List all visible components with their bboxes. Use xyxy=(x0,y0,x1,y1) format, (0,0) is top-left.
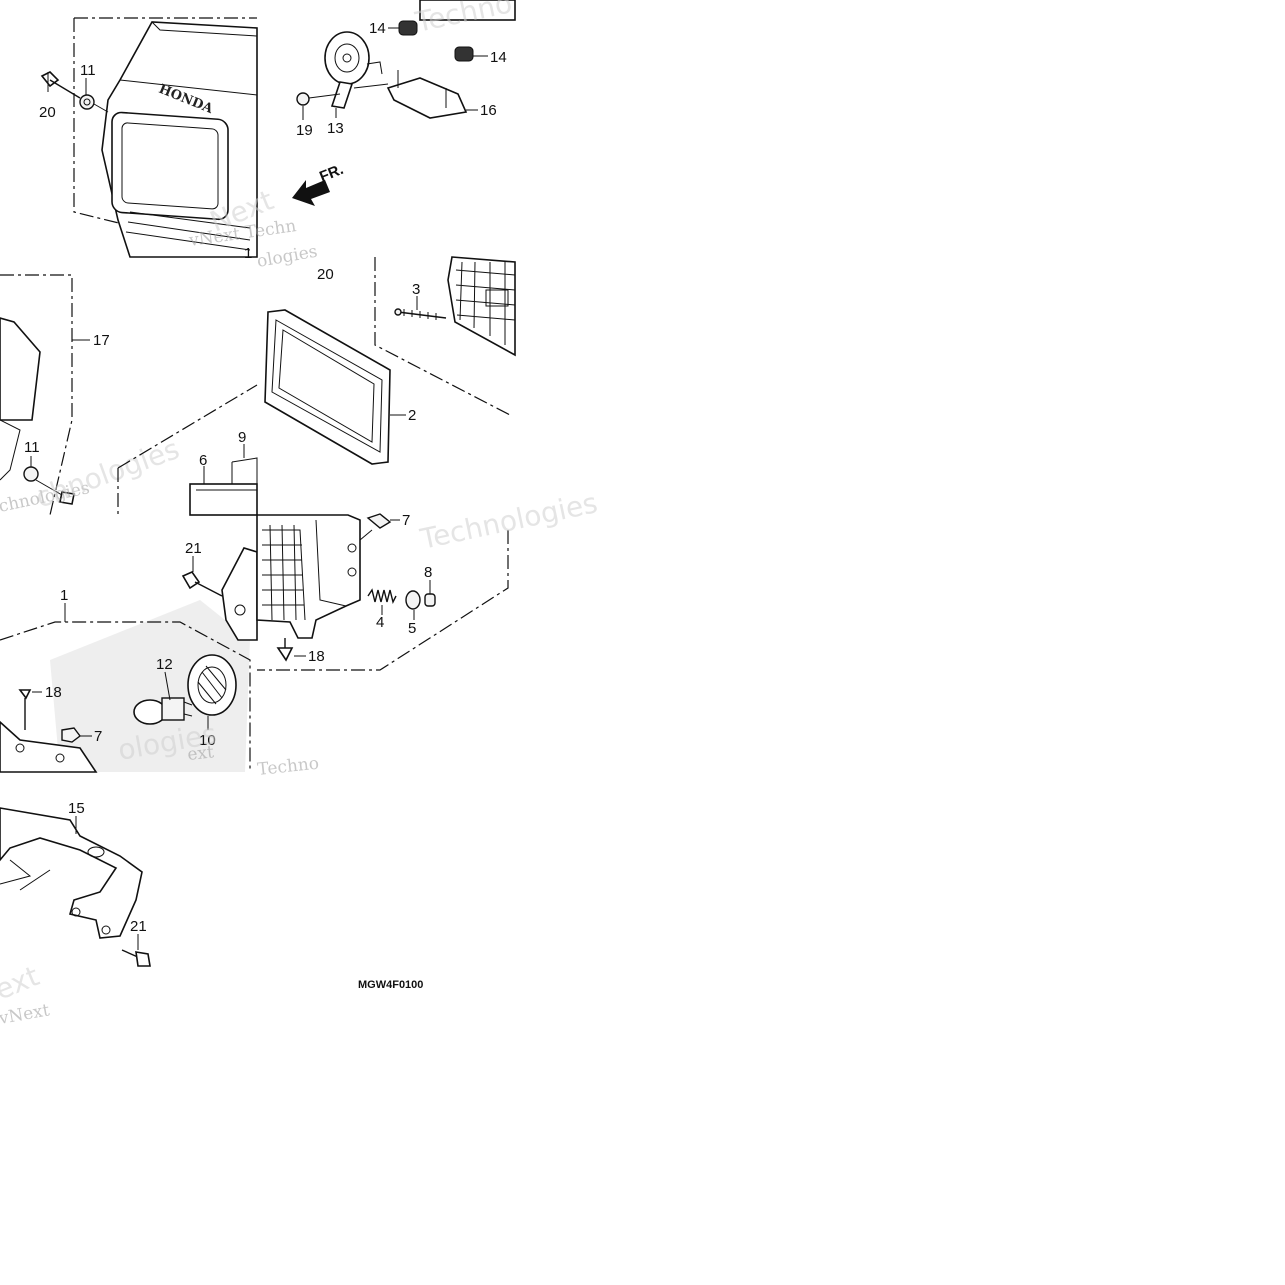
watermark: Technologies xyxy=(417,486,601,556)
spring-4 xyxy=(367,588,397,605)
headlight-rim-2 xyxy=(264,309,391,465)
headlight-lens-partial xyxy=(447,256,516,357)
callout-13: 13 xyxy=(327,120,344,137)
nut-7-upper xyxy=(366,513,392,529)
callout-20: 20 xyxy=(39,104,56,121)
callout-11: 11 xyxy=(80,62,96,79)
callout-8: 8 xyxy=(424,564,432,581)
svg-text:FR.: FR. xyxy=(317,161,346,186)
tile-rim-lens: ologies 20 3 2 xyxy=(255,242,516,465)
callout-2: 2 xyxy=(408,407,416,424)
nut-19 xyxy=(296,92,310,106)
windscreen-17 xyxy=(0,317,41,421)
watermark: chnologies xyxy=(31,432,184,514)
diagram-code: MGW4F0100 xyxy=(358,979,423,991)
bulb-12 xyxy=(133,697,193,725)
watermark: ologies xyxy=(255,242,319,272)
headlight-mount-bracket xyxy=(221,547,258,641)
callout-17: 17 xyxy=(93,332,110,349)
windscreen-boundary xyxy=(0,274,73,516)
watermark: ext xyxy=(0,959,44,1006)
callout-11b: 11 xyxy=(24,439,40,456)
callout-5: 5 xyxy=(408,620,416,637)
tile-unit-adjusters: 7 Technologies 4 5 8 18 Techno xyxy=(256,486,600,780)
callout-partial-1: 1 xyxy=(244,245,252,262)
adjust-nut-5 xyxy=(405,590,421,610)
case-boundary xyxy=(0,621,251,772)
callout-4: 4 xyxy=(376,614,384,631)
cap-8 xyxy=(424,593,436,607)
screw-18-unit xyxy=(276,647,294,662)
tile-stay: 15 21 ext vNext xyxy=(0,800,151,1029)
headlight-case-edge xyxy=(0,720,98,773)
rim-boundary xyxy=(374,257,511,416)
reflector-shading xyxy=(50,600,250,772)
watermark: ext xyxy=(186,742,215,765)
cowl-lens-opening xyxy=(111,111,229,221)
callout-15: 15 xyxy=(68,800,85,817)
callout-18b: 18 xyxy=(308,648,325,665)
upper-part-edge xyxy=(419,0,516,21)
callout-16: 16 xyxy=(480,102,497,119)
grommet-14-right xyxy=(454,46,474,62)
callout-9: 9 xyxy=(238,429,246,446)
callout-12: 12 xyxy=(156,656,173,673)
callout-7b: 7 xyxy=(94,728,102,745)
screw-lower xyxy=(59,491,75,505)
callout-18a: 18 xyxy=(45,684,62,701)
tile-windscreen: 17 11 chnologies chnologies 6 9 xyxy=(0,274,258,517)
callout-10: 10 xyxy=(199,732,216,749)
bulb-socket-10 xyxy=(187,654,237,716)
bolt-21-mid xyxy=(181,571,201,590)
unit-boundary xyxy=(117,384,258,469)
watermark: Techno xyxy=(256,754,319,780)
callout-14b: 14 xyxy=(490,49,507,66)
front-direction-arrow: FR. xyxy=(292,161,346,206)
callout-21a: 21 xyxy=(185,540,202,557)
watermark: Techno xyxy=(412,0,515,39)
headlight-unit-6 xyxy=(256,514,361,639)
callout-14a: 14 xyxy=(369,20,386,37)
nut-7-lower xyxy=(61,727,81,743)
tile-bulb-case: 1 21 10 12 18 7 xyxy=(0,540,258,773)
horn-13 xyxy=(324,31,383,109)
unit-boundary-right xyxy=(257,530,509,671)
horn-bracket-16 xyxy=(386,77,468,119)
callout-1: 1 xyxy=(60,587,68,604)
headlight-unit-6-top xyxy=(189,483,258,516)
screw-18-left xyxy=(18,689,32,700)
callout-3: 3 xyxy=(412,281,420,298)
adjust-screw-3 xyxy=(397,311,447,319)
tile-horn: Techno 14 14 19 13 16 FR. xyxy=(292,0,516,206)
headlight-stay-15 xyxy=(0,807,143,939)
tile-cowl: HONDA 11 20 vNext Techn Next 1 xyxy=(39,17,298,262)
screw-20-top xyxy=(40,71,81,99)
callout-19: 19 xyxy=(296,122,313,139)
callout-21b: 21 xyxy=(130,918,147,935)
callout-6: 6 xyxy=(199,452,207,469)
collar-11-lower xyxy=(23,466,39,482)
callout-20b: 20 xyxy=(317,266,334,283)
grommet-14-left xyxy=(398,20,418,36)
watermark: vNext xyxy=(0,1000,51,1029)
callout-7a: 7 xyxy=(402,512,410,529)
collar-11-top xyxy=(79,94,95,110)
